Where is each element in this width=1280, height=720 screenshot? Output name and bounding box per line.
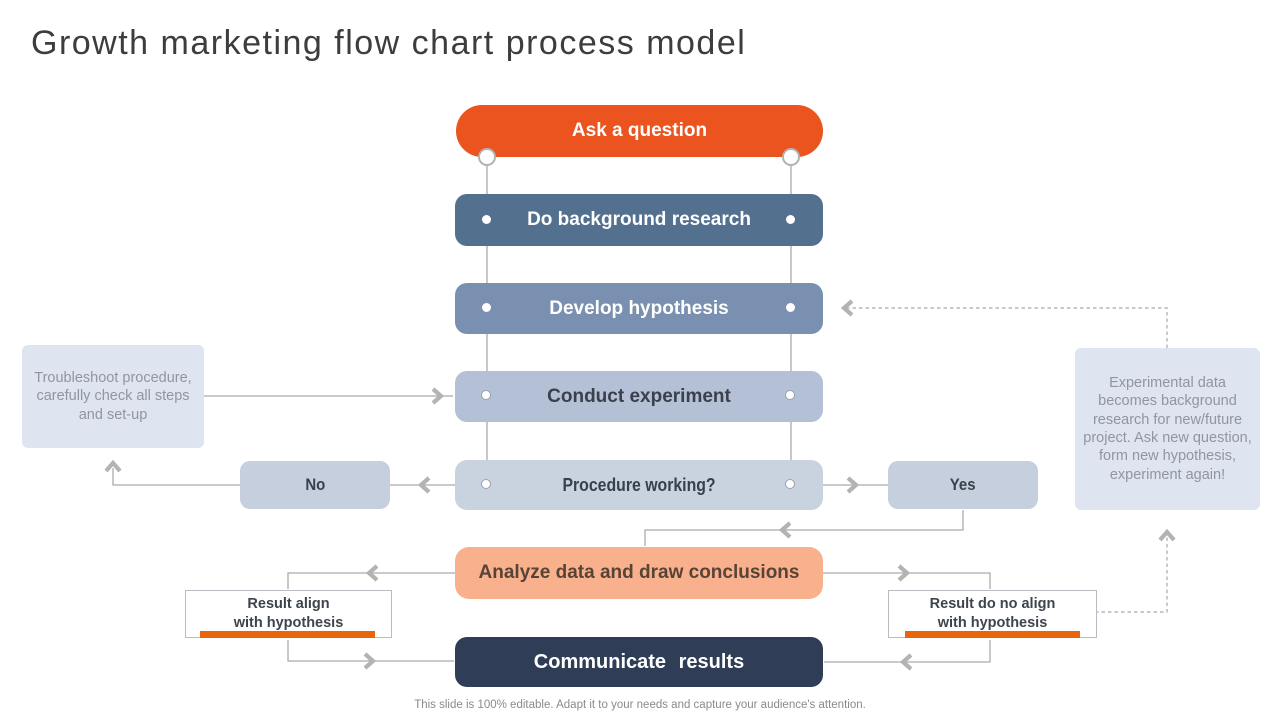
note-experimental-data: Experimental data becomes background res… <box>1075 348 1260 510</box>
arrow-yes-to-analyze <box>778 521 792 539</box>
connector-dot <box>786 303 795 312</box>
node-procedure-working: Procedure working? <box>455 460 823 510</box>
arrow-into-yes <box>846 476 860 494</box>
node-label: Develop hypothesis <box>549 297 729 319</box>
result-text-line2: with hypothesis <box>937 615 1048 631</box>
node-develop-hypothesis: Develop hypothesis <box>455 283 823 334</box>
wire-yes-analyze <box>644 510 964 546</box>
note-text: Troubleshoot procedure, carefully check … <box>34 369 192 423</box>
orange-underline <box>200 631 375 638</box>
note-text: Experimental data becomes background res… <box>1083 374 1252 483</box>
result-text-line1: Result do no align <box>929 596 1056 613</box>
node-label: Communicate results <box>533 650 745 673</box>
wire-analyze-align <box>287 572 455 589</box>
connector-dot <box>481 479 491 489</box>
connector-dot <box>482 215 491 224</box>
wire-analyze-noalign <box>823 572 991 589</box>
connector-dot <box>785 390 795 400</box>
node-analyze-data: Analyze data and draw conclusions <box>455 547 823 599</box>
node-conduct-experiment: Conduct experiment <box>455 371 823 422</box>
connector-dot <box>785 479 795 489</box>
result-text-line2: with hypothesis <box>233 615 344 631</box>
arrow-into-conduct <box>431 387 445 405</box>
node-label: Conduct experiment <box>547 385 731 407</box>
node-ask-a-question: Ask a question <box>456 105 823 157</box>
connector-dot <box>481 390 491 400</box>
result-no-align-box: Result do no align with hypothesis <box>888 590 1097 638</box>
arrow-into-no <box>417 476 431 494</box>
arrow-into-result-align <box>365 564 379 582</box>
wire-no-troubleshoot <box>112 468 240 486</box>
wire-noalign-communicate <box>824 640 991 663</box>
arrow-into-hypothesis <box>840 299 854 317</box>
arrow-into-troubleshoot <box>104 459 122 473</box>
page-title: Growth marketing flow chart process mode… <box>31 24 747 62</box>
connector-dot <box>782 148 800 166</box>
arrow-align-to-communicate <box>363 652 377 670</box>
arrow-into-result-noalign <box>897 564 911 582</box>
connector-dot <box>786 215 795 224</box>
note-troubleshoot: Troubleshoot procedure, carefully check … <box>22 345 204 448</box>
slide-footer-note: This slide is 100% editable. Adapt it to… <box>414 699 866 711</box>
node-yes: Yes <box>888 461 1038 509</box>
node-label: Ask a question <box>571 120 708 141</box>
wire-noalign-note-dashed <box>1095 534 1168 613</box>
node-label: Do background research <box>527 209 751 230</box>
node-label: Procedure working? <box>562 474 716 495</box>
node-do-background-research: Do background research <box>455 194 823 246</box>
connector-dot <box>478 148 496 166</box>
node-no: No <box>240 461 390 509</box>
wire-note-hypothesis-dashed <box>846 307 1168 348</box>
node-label: Yes <box>950 475 976 494</box>
arrow-noalign-to-communicate <box>899 653 913 671</box>
node-communicate-results: Communicate results <box>455 637 823 687</box>
orange-underline <box>905 631 1080 638</box>
connector-dot <box>482 303 491 312</box>
arrow-into-note-right <box>1158 528 1176 542</box>
node-label: No <box>305 475 325 494</box>
result-text-line1: Result align <box>247 596 330 613</box>
wire-align-communicate <box>287 640 454 662</box>
node-label: Analyze data and draw conclusions <box>478 562 800 583</box>
